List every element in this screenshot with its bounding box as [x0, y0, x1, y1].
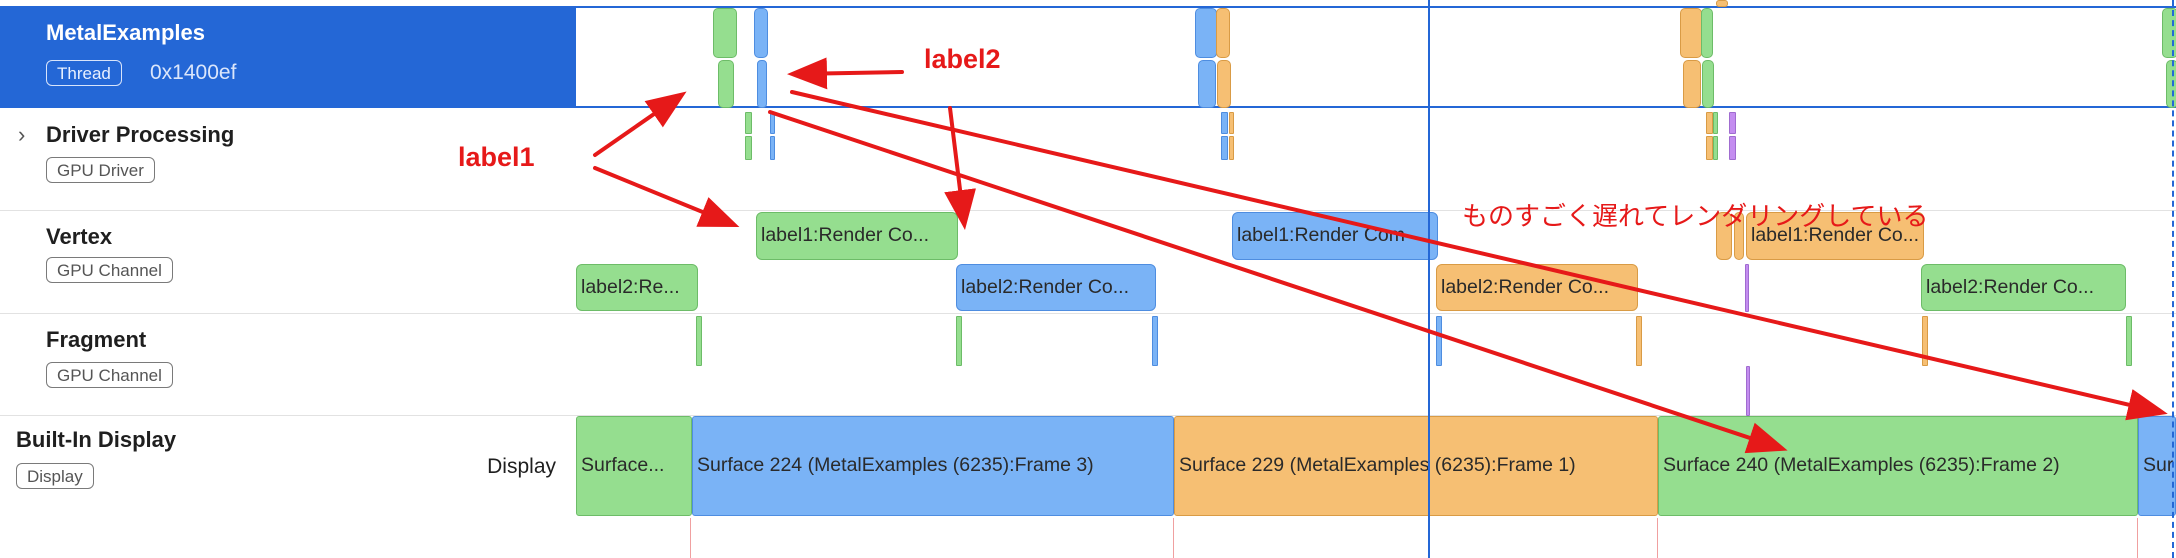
fragment-event[interactable]	[1746, 366, 1750, 416]
thread-event[interactable]	[1702, 60, 1714, 108]
thread-event[interactable]	[2166, 60, 2176, 108]
fragment-event[interactable]	[1922, 316, 1928, 366]
display-type-label: Display	[487, 455, 556, 478]
vertex-title: Vertex	[46, 224, 113, 249]
vertex-event[interactable]	[1745, 264, 1749, 312]
display-surface-bar[interactable]: Surface 229 (MetalExamples (6235):Frame …	[1174, 416, 1658, 516]
display-surface-bar[interactable]: Surface...	[576, 416, 692, 516]
driver-event[interactable]	[745, 112, 752, 134]
thread-id: 0x1400ef	[150, 61, 237, 84]
driver-badge: GPU Driver	[46, 157, 155, 183]
driver-event[interactable]	[1229, 112, 1234, 134]
thread-event[interactable]	[754, 8, 768, 58]
timeline[interactable]: label1:Render Co... label1:Render Com la…	[576, 0, 2176, 558]
thread-event[interactable]	[1683, 60, 1701, 108]
selected-row-outline	[576, 6, 2176, 108]
fragment-event[interactable]	[1636, 316, 1642, 366]
driver-event[interactable]	[1221, 136, 1228, 160]
fragment-event[interactable]	[696, 316, 702, 366]
track-label-driver[interactable]: › Driver Processing GPU Driver	[0, 108, 576, 210]
display-title: Built-In Display	[16, 427, 177, 452]
track-label-vertex[interactable]: Vertex GPU Channel	[0, 210, 576, 313]
vertex-label1-bar[interactable]	[1734, 212, 1744, 260]
fragment-event[interactable]	[1152, 316, 1158, 366]
thread-event[interactable]	[718, 60, 734, 108]
thread-event[interactable]	[757, 60, 767, 108]
vertex-label2-bar[interactable]: label2:Render Co...	[1436, 264, 1638, 311]
annotation-label1: label1	[458, 142, 535, 172]
annotation-note: ものすごく遅れてレンダリングしている	[1462, 202, 1929, 232]
vertex-label2-bar[interactable]: label2:Render Co...	[956, 264, 1156, 311]
track-label-thread[interactable]: MetalExamples Thread 0x1400ef	[0, 6, 576, 108]
vertex-label2-bar[interactable]: label2:Re...	[576, 264, 698, 311]
arrow-label2-thread	[787, 57, 904, 90]
dashed-marker	[2172, 0, 2174, 558]
frame-marker	[1173, 518, 1174, 558]
display-badge: Display	[16, 463, 94, 489]
driver-event[interactable]	[1729, 112, 1736, 134]
track-label-display[interactable]: › Built-In Display Display Display	[0, 415, 576, 558]
thread-title: MetalExamples	[46, 20, 205, 45]
vertex-label2-bar[interactable]: label2:Render Co...	[1921, 264, 2126, 311]
thread-event[interactable]	[1217, 60, 1231, 108]
thread-event[interactable]	[1216, 8, 1230, 58]
fragment-event[interactable]	[1436, 316, 1442, 366]
row-divider	[0, 415, 2176, 416]
driver-event[interactable]	[770, 136, 775, 160]
frame-marker	[690, 518, 691, 558]
vertex-label1-bar[interactable]: label1:Render Co...	[1746, 212, 1924, 260]
thread-event[interactable]	[713, 8, 737, 58]
fragment-event[interactable]	[2126, 316, 2132, 366]
chevron-right-icon[interactable]: ›	[18, 122, 26, 147]
time-cursor[interactable]	[1428, 0, 1430, 558]
driver-event[interactable]	[1229, 136, 1234, 160]
track-sidebar: MetalExamples Thread 0x1400ef › Driver P…	[0, 0, 576, 558]
arrow-label1-vertex	[593, 166, 740, 228]
driver-event[interactable]	[1706, 136, 1713, 160]
driver-event[interactable]	[1713, 136, 1718, 160]
vertex-label1-bar[interactable]: label1:Render Co...	[756, 212, 958, 260]
vertex-label1-bar[interactable]	[1716, 212, 1732, 260]
arrow-label2-vertex	[944, 106, 976, 230]
display-surface-bar[interactable]: Surface 224 (MetalExamples (6235):Frame …	[692, 416, 1174, 516]
thread-event[interactable]	[1198, 60, 1216, 108]
driver-event[interactable]	[1706, 112, 1713, 134]
row-divider	[0, 313, 2176, 314]
thread-badge: Thread	[46, 60, 122, 86]
annotation-label2: label2	[924, 44, 1001, 74]
fragment-title: Fragment	[46, 327, 147, 352]
driver-event[interactable]	[745, 136, 752, 160]
fragment-event[interactable]	[956, 316, 962, 366]
arrow-frame2	[768, 110, 1788, 454]
driver-event[interactable]	[1221, 112, 1228, 134]
fragment-badge: GPU Channel	[46, 362, 173, 388]
row-divider	[0, 210, 2176, 211]
track-label-fragment[interactable]: Fragment GPU Channel	[0, 313, 576, 415]
driver-title: Driver Processing	[46, 122, 235, 147]
thread-event[interactable]	[1701, 8, 1713, 58]
arrow-label1-thread	[593, 91, 687, 157]
driver-event[interactable]	[1729, 136, 1736, 160]
driver-event[interactable]	[1713, 112, 1718, 134]
thread-event[interactable]	[1716, 0, 1728, 7]
frame-marker	[2137, 518, 2138, 558]
vertex-badge: GPU Channel	[46, 257, 173, 283]
arrow-next-frame	[790, 90, 2168, 421]
frame-marker	[1657, 518, 1658, 558]
